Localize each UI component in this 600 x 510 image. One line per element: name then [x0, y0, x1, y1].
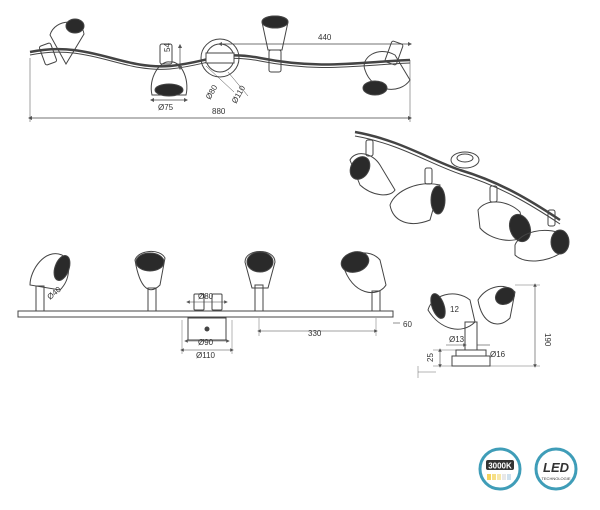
perspective-view	[349, 130, 570, 262]
dim-side-d16: Ø16	[490, 350, 506, 359]
dim-top-d110: Ø110	[230, 84, 248, 105]
dim-front-60: 60	[403, 320, 412, 329]
badge-led-label: LED	[543, 460, 570, 475]
dim-top-440: 440	[318, 33, 332, 42]
persp-spot-3	[477, 185, 532, 243]
top-view	[27, 15, 413, 122]
front-spot-2	[134, 251, 166, 312]
persp-spot-4	[514, 209, 570, 262]
badge-3000k-label: 3000K	[488, 462, 512, 471]
front-spot-4	[340, 251, 387, 312]
badge-3000k: 3000K	[478, 447, 522, 491]
dim-top-d80: Ø80	[204, 83, 220, 101]
persp-spot-1	[349, 139, 396, 196]
side-view	[417, 283, 540, 378]
persp-spot-2	[389, 167, 446, 224]
dim-side-190: 190	[543, 333, 552, 347]
badge-led: LED TECHNOLOGIE	[534, 447, 578, 491]
dim-side-25: 25	[426, 353, 435, 362]
front-view	[17, 251, 400, 354]
dim-top-d75: Ø75	[158, 103, 174, 112]
badge-led-sublabel: TECHNOLOGIE	[541, 476, 570, 481]
front-spot-1	[29, 253, 71, 312]
dim-front-d90: Ø90	[198, 338, 214, 347]
dim-top-880: 880	[212, 107, 226, 116]
top-canopy	[200, 38, 240, 78]
dim-front-330: 330	[308, 329, 322, 338]
top-spot-3	[261, 15, 289, 73]
dim-front-d110: Ø110	[196, 351, 216, 360]
dim-top-54: 54	[163, 43, 172, 52]
top-spot-1	[39, 18, 85, 66]
top-spot-2	[150, 43, 188, 97]
front-spot-3	[244, 251, 276, 312]
dim-side-12: 12	[450, 305, 459, 314]
dim-front-d80: Ø80	[198, 292, 214, 301]
top-spot-4	[362, 40, 411, 96]
dim-side-d13: Ø13	[449, 335, 465, 344]
dim-front-d40: Ø40	[46, 285, 64, 302]
